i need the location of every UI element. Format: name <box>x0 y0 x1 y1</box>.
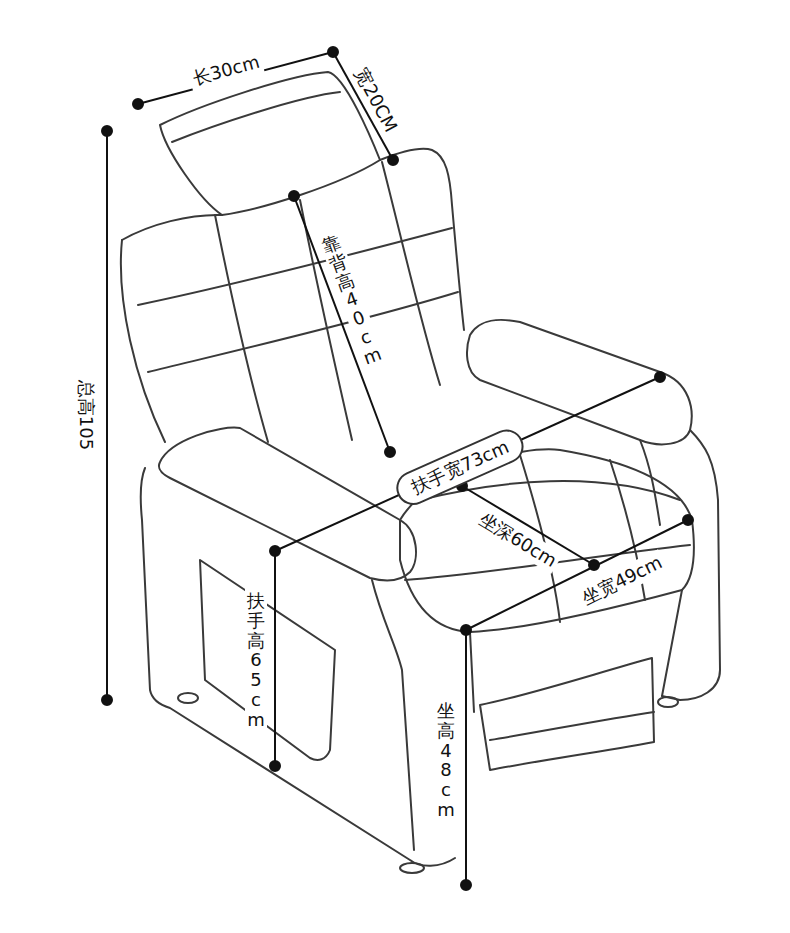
dimension-label: 长30cm <box>187 49 265 91</box>
dimension-label: 坐高48cm <box>435 698 457 823</box>
dimension-pill: 扶手宽73cm <box>391 424 529 510</box>
dimension-label: 总高105 <box>74 377 98 453</box>
dimension-lines <box>102 47 693 890</box>
dimension-label: 扶手高65cm <box>245 588 267 733</box>
dimension-label: 坐深60cm <box>472 506 563 574</box>
dimension-label: 宽20CM <box>348 61 404 138</box>
